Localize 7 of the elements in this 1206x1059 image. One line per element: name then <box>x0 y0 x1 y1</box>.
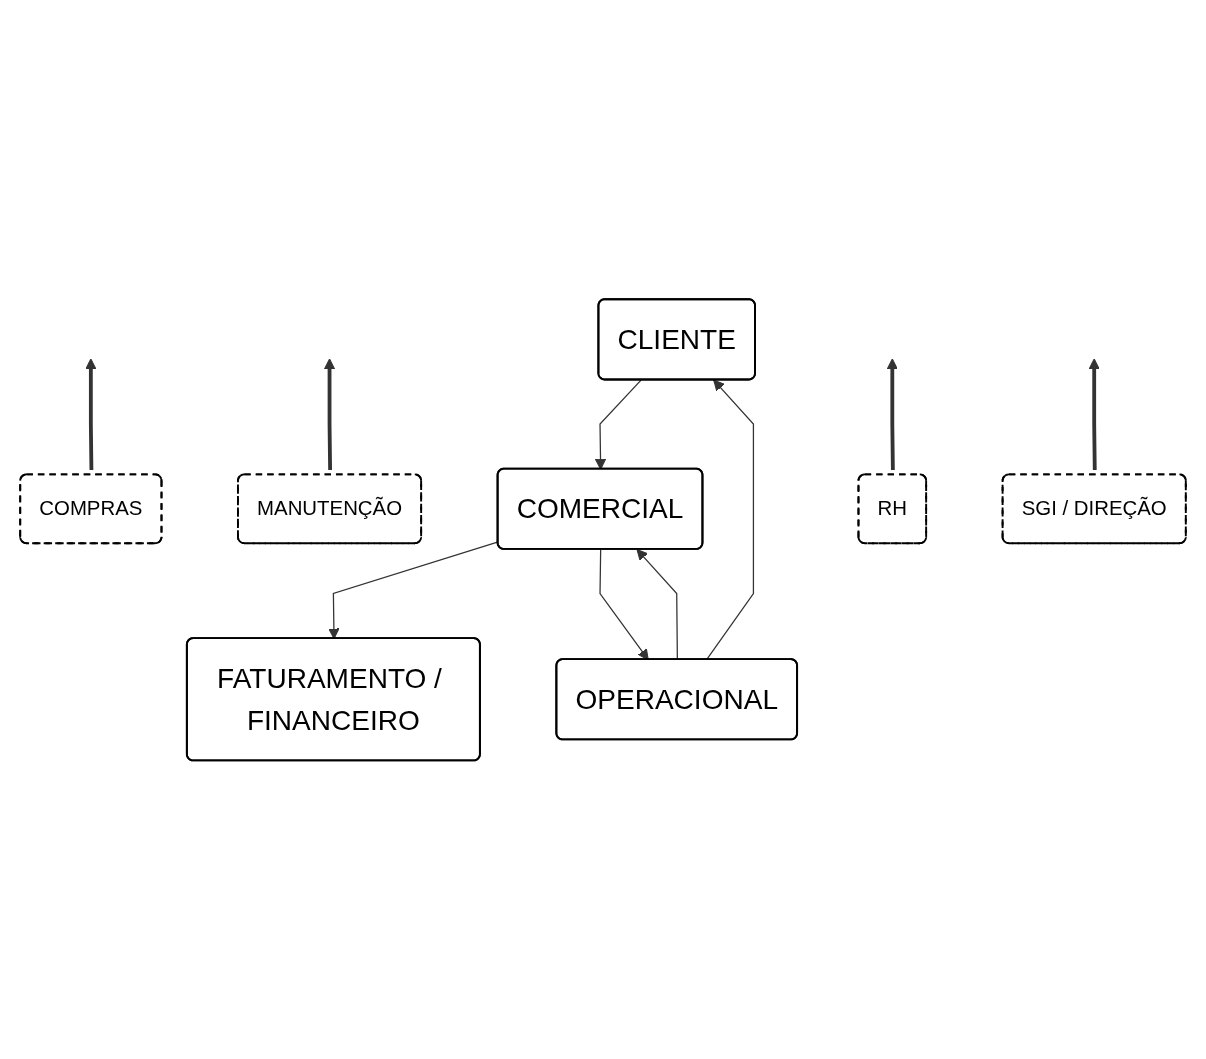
arrow <box>323 358 336 470</box>
arrow <box>1088 358 1100 470</box>
arrow <box>85 358 97 470</box>
arrow <box>328 541 499 639</box>
arrow <box>886 358 898 470</box>
arrow <box>599 548 649 660</box>
arrow <box>594 379 642 470</box>
